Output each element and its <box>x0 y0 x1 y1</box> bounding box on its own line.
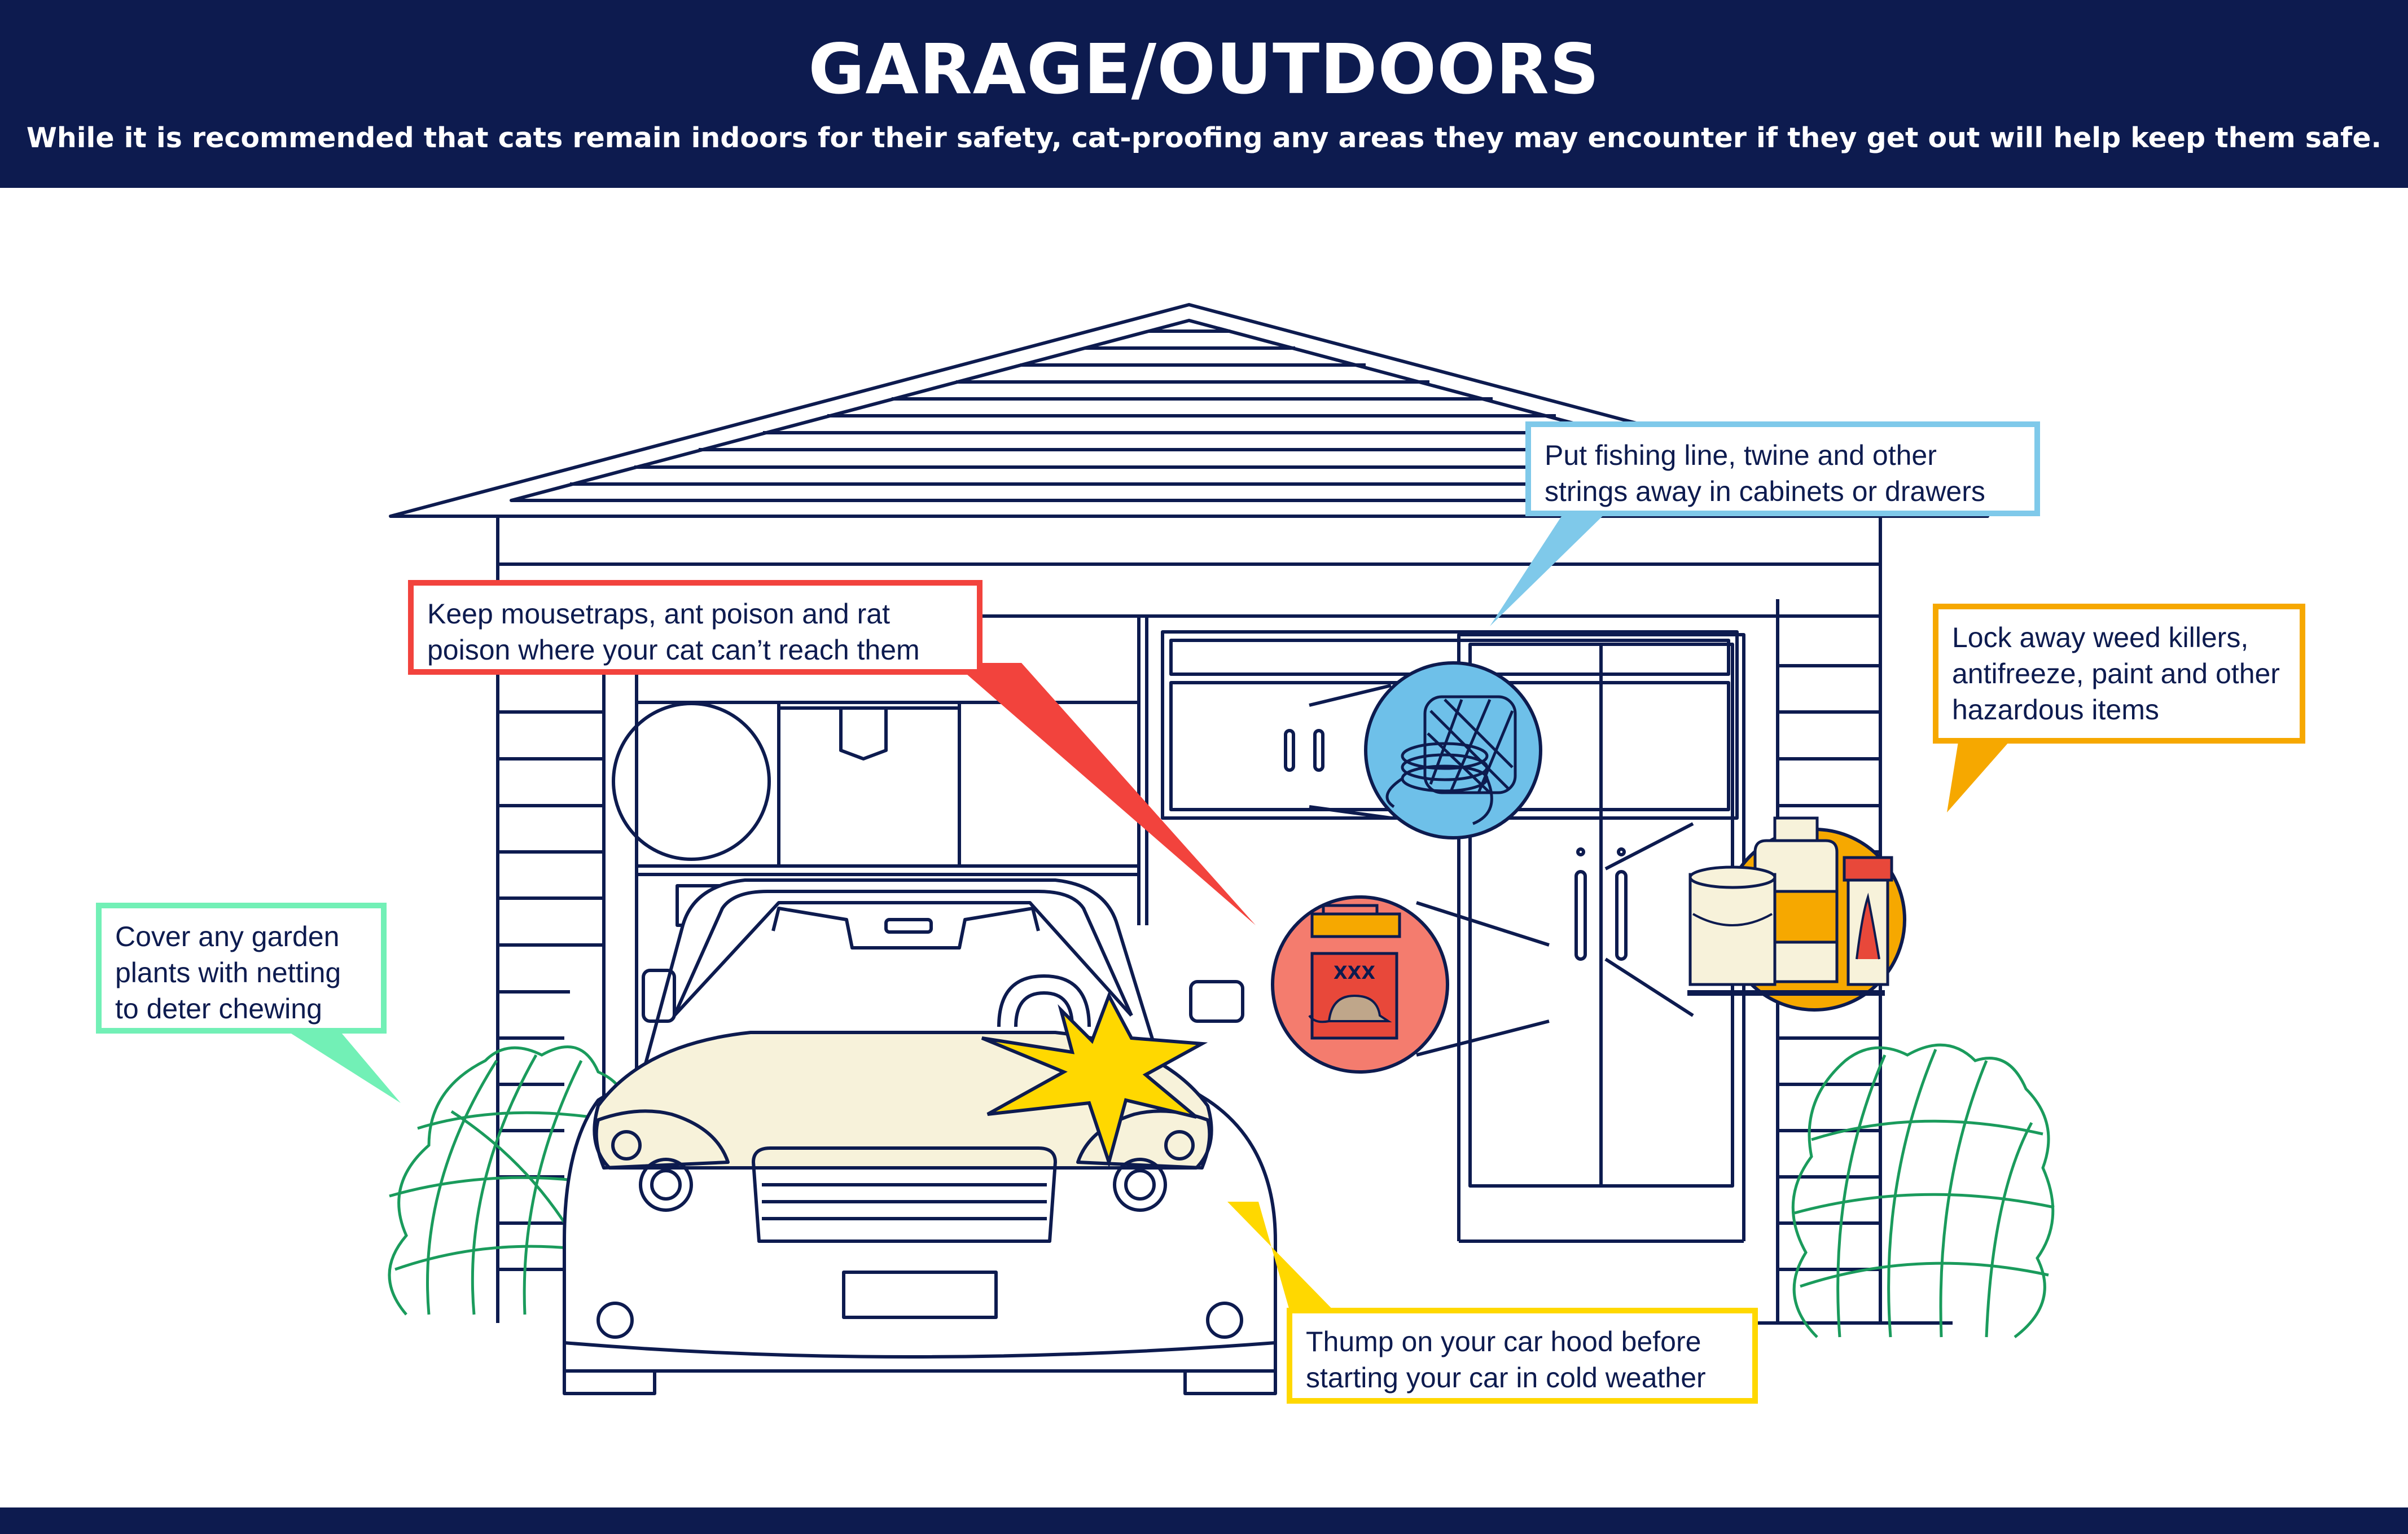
poison-box-label: XXX <box>1334 962 1375 983</box>
garage-shelves <box>612 701 1141 927</box>
callout-garden-plants-text: Cover any garden plants with netting to … <box>115 921 341 1025</box>
page-subtitle: While it is recommended that cats remain… <box>26 122 2382 154</box>
callout-tail-mousetraps <box>954 663 1256 925</box>
callout-mousetraps-text: Keep mousetraps, ant poison and rat pois… <box>427 598 920 666</box>
header-banner: GARAGE/OUTDOORS While it is recommended … <box>0 0 2408 188</box>
car <box>563 878 1277 1395</box>
callout-fishing-line: Put fishing line, twine and other string… <box>1525 421 2040 516</box>
callout-weed-killers: Lock away weed killers, antifreeze, pain… <box>1933 604 2305 744</box>
netted-plant-right <box>1791 1043 2055 1338</box>
callout-mousetraps: Keep mousetraps, ant poison and rat pois… <box>408 580 983 675</box>
callout-weed-killers-text: Lock away weed killers, antifreeze, pain… <box>1952 622 2280 726</box>
callout-tail-weed <box>1947 742 2009 812</box>
twine-spool-icon <box>1364 661 1542 839</box>
footer-bar <box>0 1507 2408 1534</box>
mousetrap-poison-icon: XXX <box>1271 895 1449 1074</box>
callout-tail-plants <box>285 1030 401 1103</box>
callout-car-hood-text: Thump on your car hood before starting y… <box>1306 1326 1706 1394</box>
page-title: GARAGE/OUTDOORS <box>808 29 1600 109</box>
callout-car-hood: Thump on your car hood before starting y… <box>1287 1308 1758 1404</box>
thump-burst-icon <box>981 991 1208 1168</box>
callout-fishing-line-text: Put fishing line, twine and other string… <box>1545 439 1985 507</box>
callout-tail-fishing <box>1490 505 1614 626</box>
callout-tail-hood <box>1227 1202 1343 1320</box>
chemical-containers-icon <box>1687 816 1906 1012</box>
callout-garden-plants: Cover any garden plants with netting to … <box>96 903 387 1034</box>
